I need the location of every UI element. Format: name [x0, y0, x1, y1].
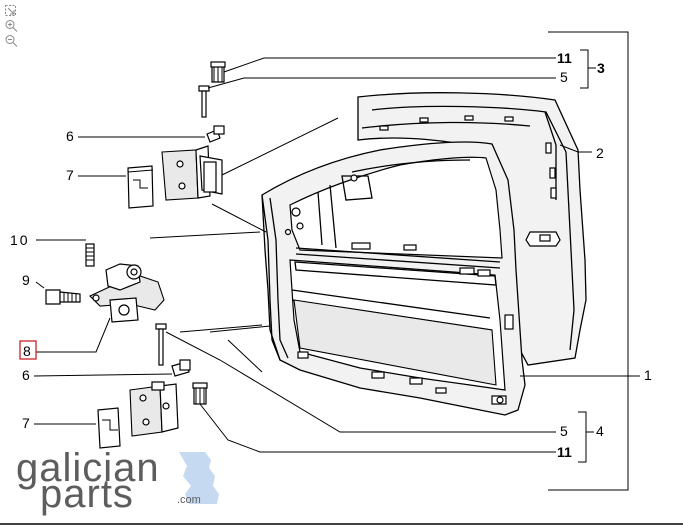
label-7-bottom: 7 — [22, 415, 30, 431]
frame-holes — [284, 174, 514, 405]
spring-10 — [85, 243, 95, 267]
brand-line-1: galician — [16, 446, 160, 490]
zoom-out-icon[interactable] — [4, 34, 18, 47]
label-11-top: 11 — [557, 50, 572, 66]
hinge-top-body — [161, 149, 199, 201]
hinge-bottom-body — [129, 385, 163, 437]
label-11-bottom: 11 — [557, 444, 572, 460]
label-2: 2 — [596, 145, 604, 161]
brand-watermark: galician parts .com — [12, 446, 219, 514]
label-6-bottom: 6 — [22, 367, 30, 383]
zoom-in-icon[interactable] — [4, 19, 18, 32]
callout-labels: 11 5 3 2 6 7 10 9 8 6 7 1 5 4 11 — [10, 50, 652, 460]
label-1: 1 — [644, 367, 652, 383]
pin-5-bottom — [155, 323, 167, 330]
door-assembly — [261, 92, 587, 416]
bolt-9 — [45, 289, 61, 305]
label-6-top: 6 — [66, 128, 74, 144]
zoom-tools — [4, 4, 20, 49]
label-8: 8 — [23, 343, 31, 359]
brand-shape-icon — [179, 452, 219, 504]
brand-line-2: parts — [40, 472, 134, 516]
label-10: 10 — [10, 232, 30, 248]
door-outer-skin — [357, 92, 587, 366]
label-5-top: 5 — [560, 69, 568, 85]
skin-slots — [379, 115, 557, 199]
pin-5-top — [198, 85, 210, 92]
highlight-box-8 — [19, 340, 37, 360]
fullscreen-icon[interactable] — [4, 4, 18, 17]
brand-domain: .com — [177, 494, 201, 506]
leader-lines — [33, 31, 640, 491]
label-3: 3 — [597, 60, 605, 76]
lower-hinge-group — [45, 243, 208, 449]
shim-7-bottom — [97, 407, 121, 449]
label-4: 4 — [596, 423, 604, 439]
label-9: 9 — [22, 272, 30, 288]
label-7-top: 7 — [66, 167, 74, 183]
label-5-bottom: 5 — [560, 423, 568, 439]
top-hinge-group — [127, 61, 226, 209]
door-skin-inner-line — [371, 105, 575, 351]
inner-panel-shade — [293, 299, 497, 386]
